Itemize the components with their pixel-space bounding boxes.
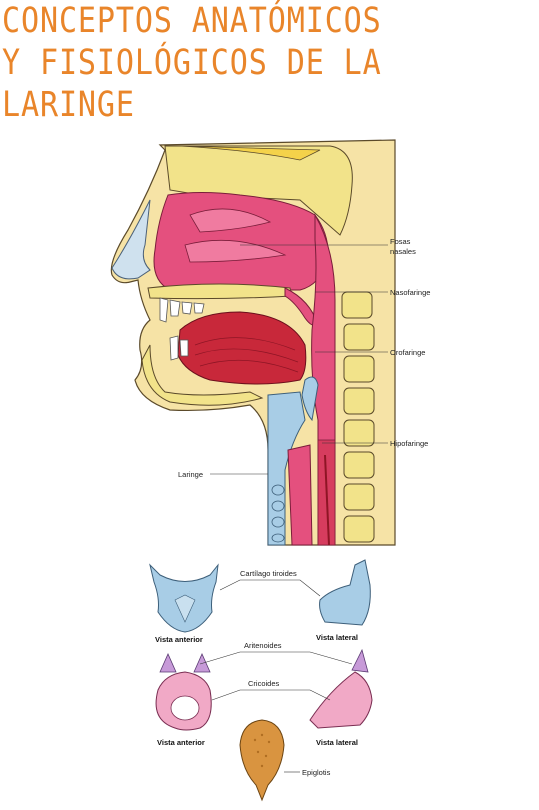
lower-teeth [169, 335, 189, 361]
cricoid-arytenoid-lateral [309, 648, 373, 729]
tongue [177, 311, 307, 385]
label-fosas-2: nasales [390, 247, 416, 256]
thyroid-cartilage-lateral [319, 559, 371, 626]
epiglottis-cartilage [239, 719, 285, 802]
nose [111, 199, 151, 280]
label-fosas-1: Fosas [390, 237, 411, 246]
label-aritenoides: Aritenoides [244, 641, 282, 650]
hard-palate [147, 283, 293, 300]
label-vista-lateral-2: Vista lateral [316, 738, 358, 747]
label-cartilago-tiroides: Cartílago tiroides [240, 569, 297, 578]
trachea-sagittal [287, 444, 313, 546]
label-vista-anterior-2: Vista anterior [157, 738, 205, 747]
label-vista-anterior-1: Vista anterior [155, 635, 203, 644]
skull-base [164, 145, 353, 236]
epiglottis-sagittal [301, 376, 319, 422]
label-epiglotis: Epiglotis [302, 768, 331, 777]
label-laringe: Laringe [178, 470, 203, 479]
mandible [141, 344, 264, 406]
page-title: CONCEPTOS ANATÓMICOS Y FISIOLÓGICOS DE L… [2, 0, 462, 126]
upper-teeth [159, 297, 205, 323]
cervical-vertebrae [341, 291, 375, 543]
title-line-1: CONCEPTOS ANATÓMICOS [2, 1, 382, 41]
title-line-2: Y FISIOLÓGICOS DE LA [2, 43, 382, 83]
title-line-3: LARINGE [2, 85, 135, 125]
sagittal-head-illustration: Fosas nasales Nasofaringe Orofaringe Hip… [110, 139, 430, 546]
cricoid-arytenoid-anterior [155, 653, 212, 731]
label-cricoides: Cricoides [248, 679, 280, 688]
label-hipofaringe: Hipofaringe [390, 439, 428, 448]
label-vista-lateral-1: Vista lateral [316, 633, 358, 642]
thyroid-cartilage-anterior [149, 563, 219, 633]
label-orofaringe: Orofaringe [390, 348, 425, 357]
soft-palate [284, 287, 319, 327]
label-nasofaringe: Nasofaringe [390, 288, 430, 297]
